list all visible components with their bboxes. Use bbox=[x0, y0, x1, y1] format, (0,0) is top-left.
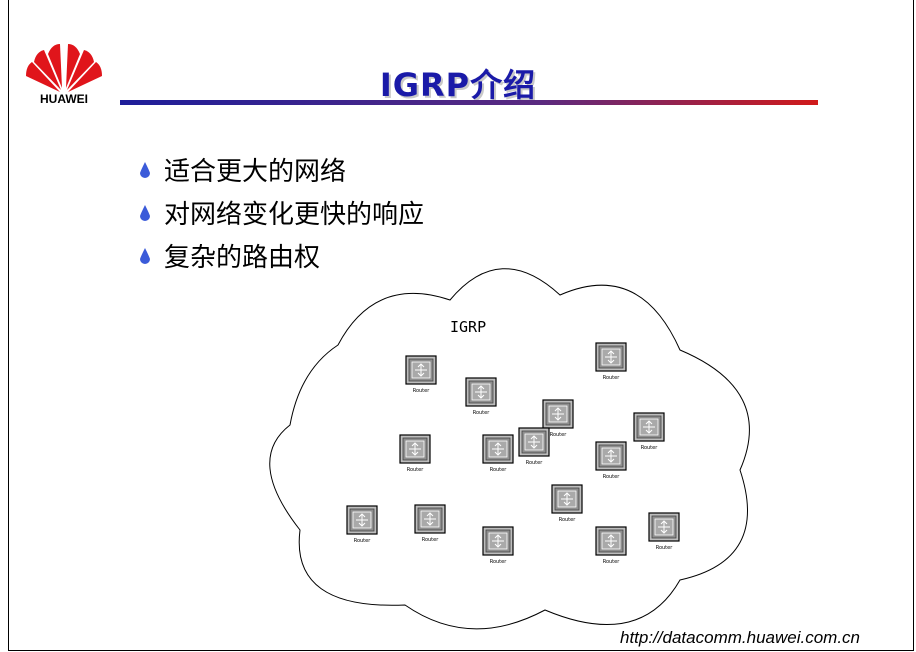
bullet-item: 对网络变化更快的响应 bbox=[138, 191, 424, 234]
bullet-text: 对网络变化更快的响应 bbox=[164, 200, 425, 230]
router-node: Router bbox=[405, 355, 437, 394]
router-node: Router bbox=[595, 441, 627, 480]
router-label: Router bbox=[641, 445, 659, 451]
router-node: Router bbox=[648, 512, 680, 551]
router-node: Router bbox=[399, 434, 431, 473]
footer-url: http://datacomm.huawei.com.cn bbox=[620, 628, 861, 647]
bullet-text: 复杂的路由权 bbox=[164, 243, 321, 273]
network-cloud bbox=[269, 268, 750, 630]
bullet-text: 适合更大的网络 bbox=[164, 157, 347, 187]
router-node: Router bbox=[414, 504, 446, 543]
router-label: Router bbox=[473, 410, 491, 416]
router-label: Router bbox=[422, 537, 440, 543]
router-label: Router bbox=[559, 517, 577, 523]
router-label: Router bbox=[603, 474, 621, 480]
router-label: Router bbox=[490, 467, 508, 473]
router-node: Router bbox=[465, 377, 497, 416]
router-label: Router bbox=[490, 559, 508, 565]
bullet-item: 适合更大的网络 bbox=[138, 148, 424, 191]
router-label: Router bbox=[603, 559, 621, 565]
bullet-drop-icon bbox=[140, 204, 150, 221]
router-node: Router bbox=[595, 526, 627, 565]
bullet-item: 复杂的路由权 bbox=[138, 234, 424, 277]
router-node: Router bbox=[346, 505, 378, 544]
router-label: Router bbox=[526, 460, 544, 466]
cloud-label: IGRP bbox=[450, 318, 486, 336]
router-node: Router bbox=[595, 342, 627, 381]
bullet-list: 适合更大的网络 对网络变化更快的响应 复杂的路由权 bbox=[138, 148, 424, 277]
router-label: Router bbox=[413, 388, 431, 394]
router-node: Router bbox=[551, 484, 583, 523]
router-node: Router bbox=[518, 427, 550, 466]
bullet-drop-icon bbox=[140, 161, 150, 178]
router-label: Router bbox=[354, 538, 372, 544]
page-title: IGRP介绍 bbox=[379, 66, 537, 104]
router-label: Router bbox=[407, 467, 425, 473]
router-node: Router bbox=[542, 399, 574, 438]
huawei-logo bbox=[26, 44, 102, 92]
bullet-drop-icon bbox=[140, 247, 150, 264]
slide-frame bbox=[8, 0, 914, 651]
router-node: Router bbox=[633, 412, 665, 451]
router-node: Router bbox=[482, 526, 514, 565]
router-label: Router bbox=[656, 545, 674, 551]
router-label: Router bbox=[550, 432, 568, 438]
title-divider bbox=[120, 100, 818, 105]
router-label: Router bbox=[603, 375, 621, 381]
brand-label: HUAWEI bbox=[40, 92, 88, 106]
router-node: Router bbox=[482, 434, 514, 473]
